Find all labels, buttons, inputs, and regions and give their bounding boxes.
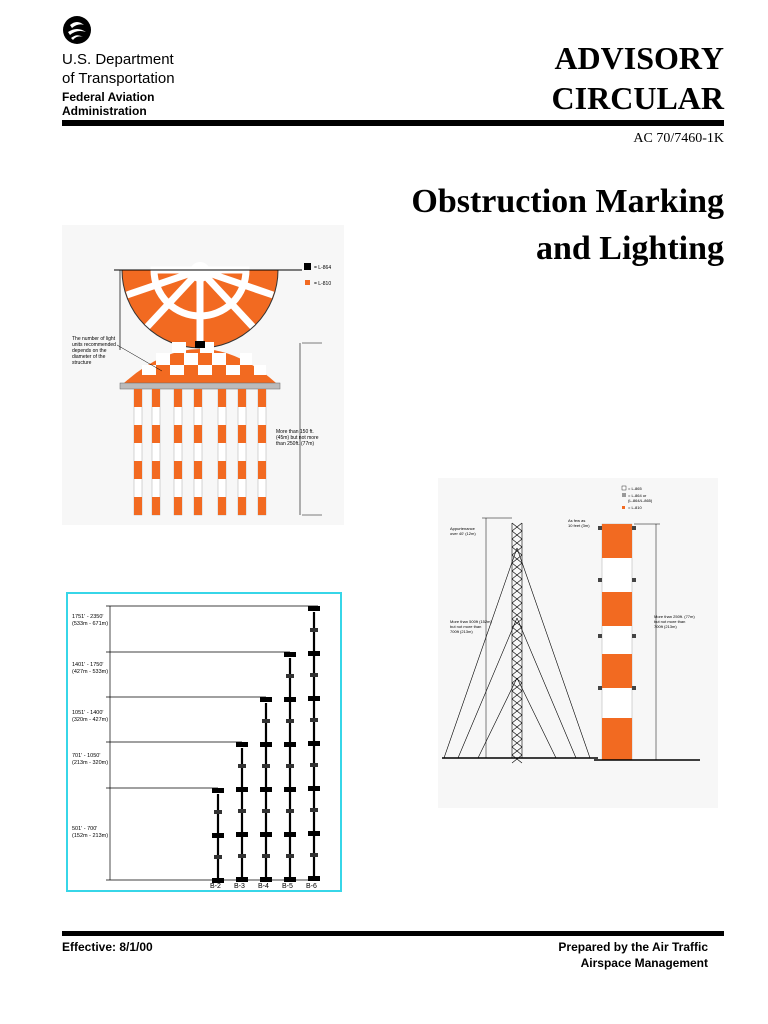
tank-plan-view: [121, 262, 279, 349]
footer-rule: [62, 931, 724, 936]
svg-text:(320m - 427m): (320m - 427m): [72, 717, 108, 723]
svg-text:B-4: B-4: [258, 883, 269, 890]
dome-note: The number of light units recommended de…: [72, 336, 117, 366]
header-rule: [62, 120, 724, 126]
chimney-top-note: As few as 10 feet (3m): [568, 518, 590, 528]
prepared-by-line-1: Prepared by the Air Traffic: [558, 940, 708, 954]
svg-text:B-3: B-3: [234, 883, 245, 890]
guyed-mast: [442, 522, 598, 764]
height-range-labels: 1751' - 2350' (533m - 671m) 1401' - 1750…: [72, 614, 108, 839]
page-title-line-1: Obstruction Marking: [411, 183, 724, 220]
faa-line-2: Administration: [62, 104, 147, 118]
svg-text:(152m - 213m): (152m - 213m): [72, 833, 108, 839]
chimney-height-note: More than 250ft. (77m) but not more than…: [654, 614, 696, 629]
svg-text:(213m - 320m): (213m - 320m): [72, 760, 108, 766]
mast-height-note: More than 500ft (152m) but not more than…: [450, 619, 493, 634]
water-tower-figure: = L-864 = L-810 The number of light unit…: [62, 225, 344, 525]
svg-text:1051' - 1400': 1051' - 1400': [72, 710, 103, 716]
page-title-line-2: and Lighting: [535, 230, 724, 267]
dot-seal-logo: [62, 15, 92, 45]
water-tower-height-note: More than 150 ft. (45m) but not more tha…: [276, 429, 320, 447]
svg-text:= L-864 or: = L-864 or: [628, 493, 647, 498]
svg-text:701' - 1050': 701' - 1050': [72, 753, 100, 759]
faa-line-1: Federal Aviation: [62, 90, 155, 104]
tower-legs: [133, 388, 267, 516]
ac-number: AC 70/7460-1K: [633, 131, 724, 146]
svg-text:B-5: B-5: [282, 883, 293, 890]
dept-line-2: of Transportation: [62, 70, 175, 87]
chimney: [594, 523, 700, 761]
svg-text:1751' - 2350': 1751' - 2350': [72, 614, 103, 620]
svg-text:501' - 700': 501' - 700': [72, 826, 97, 832]
prepared-by-line-2: Airspace Management: [580, 956, 708, 970]
effective-date: Effective: 8/1/00: [62, 940, 153, 954]
svg-text:(533m - 671m): (533m - 671m): [72, 621, 108, 627]
tower-legend: = L-865 = L-864 or (L-864/L-865) = L-810: [621, 485, 653, 510]
tower-type-labels: B-2 B-3 B-4 B-5 B-6: [210, 883, 317, 890]
svg-text:= L-865: = L-865: [628, 486, 642, 491]
legend-l810: = L-810: [314, 281, 331, 287]
svg-text:B-2: B-2: [210, 883, 221, 890]
svg-text:1401' - 1750': 1401' - 1750': [72, 662, 103, 668]
appurtenance-note: Appurtenance over 40' (12m): [450, 526, 476, 536]
tower-heights-figure: 1751' - 2350' (533m - 671m) 1401' - 1750…: [66, 592, 342, 892]
dept-line-1: U.S. Department: [62, 51, 174, 68]
mast-chimney-figure: = L-865 = L-864 or (L-864/L-865) = L-810…: [438, 478, 718, 808]
svg-text:(L-864/L-865): (L-864/L-865): [628, 498, 653, 503]
legend-l864: = L-864: [314, 265, 331, 271]
doc-type-line-1: ADVISORY: [554, 40, 724, 76]
svg-text:(427m - 533m): (427m - 533m): [72, 669, 108, 675]
svg-text:B-6: B-6: [306, 883, 317, 890]
svg-text:= L-810: = L-810: [628, 505, 642, 510]
doc-type-line-2: CIRCULAR: [551, 80, 724, 116]
